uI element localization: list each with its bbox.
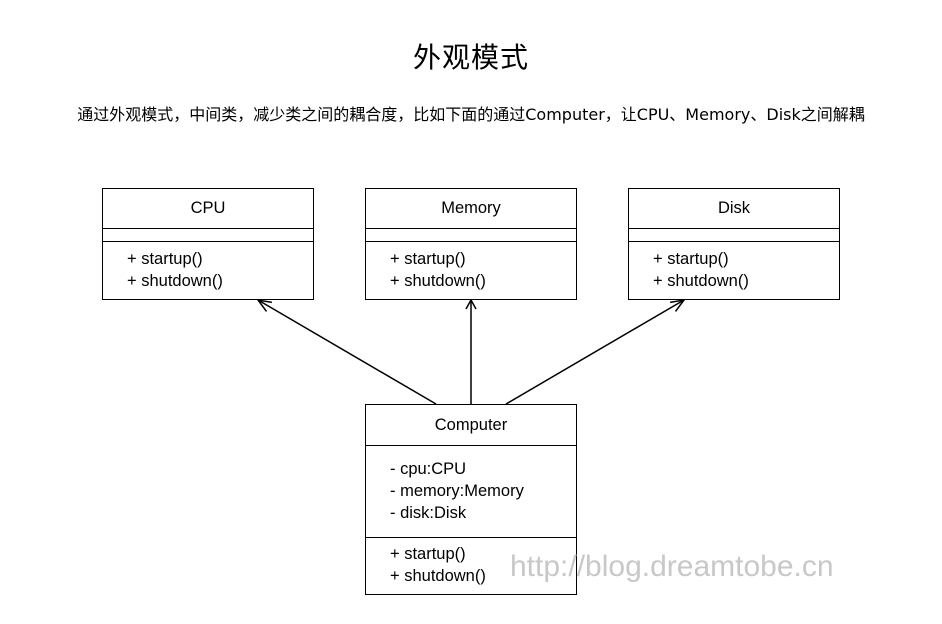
operation: + shutdown() <box>127 272 223 290</box>
attributes-section: - cpu:CPU - memory:Memory - disk:Disk <box>366 446 576 538</box>
class-box-disk: Disk + startup() + shutdown() <box>628 188 840 300</box>
class-box-memory: Memory + startup() + shutdown() <box>365 188 577 300</box>
attribute: - disk:Disk <box>390 504 467 522</box>
operation: + shutdown() <box>390 567 486 585</box>
attribute: - memory:Memory <box>390 482 524 500</box>
operation: + startup() <box>390 545 466 563</box>
diagram-title: 外观模式 <box>412 41 529 74</box>
operations-section: + startup() + shutdown() <box>366 242 576 292</box>
arrow-computer-to-cpu <box>256 298 437 405</box>
attribute: - cpu:CPU <box>390 460 467 478</box>
operation: + shutdown() <box>390 272 486 290</box>
operation: + startup() <box>127 250 203 268</box>
diagram-description: 通过外观模式，中间类，减少类之间的耦合度，比如下面的通过Computer，让CP… <box>77 105 865 124</box>
attributes-section <box>629 229 839 242</box>
class-box-cpu: CPU + startup() + shutdown() <box>102 188 314 300</box>
watermark-url: http://blog.dreamtobe.cn <box>510 550 834 583</box>
operations-section: + startup() + shutdown() <box>103 242 313 292</box>
operations-section: + startup() + shutdown() <box>366 538 576 587</box>
attributes-section <box>103 229 313 242</box>
class-name: Disk <box>629 189 839 229</box>
operation: + startup() <box>390 250 466 268</box>
attributes-section <box>366 229 576 242</box>
arrow-computer-to-memory <box>465 298 477 404</box>
operation: + startup() <box>653 250 729 268</box>
class-name: Memory <box>366 189 576 229</box>
class-name: Computer <box>366 405 576 446</box>
operations-section: + startup() + shutdown() <box>629 242 839 292</box>
operation: + shutdown() <box>653 272 749 290</box>
arrow-computer-to-disk <box>505 298 686 405</box>
class-box-computer: Computer - cpu:CPU - memory:Memory - dis… <box>365 404 577 595</box>
class-name: CPU <box>103 189 313 229</box>
